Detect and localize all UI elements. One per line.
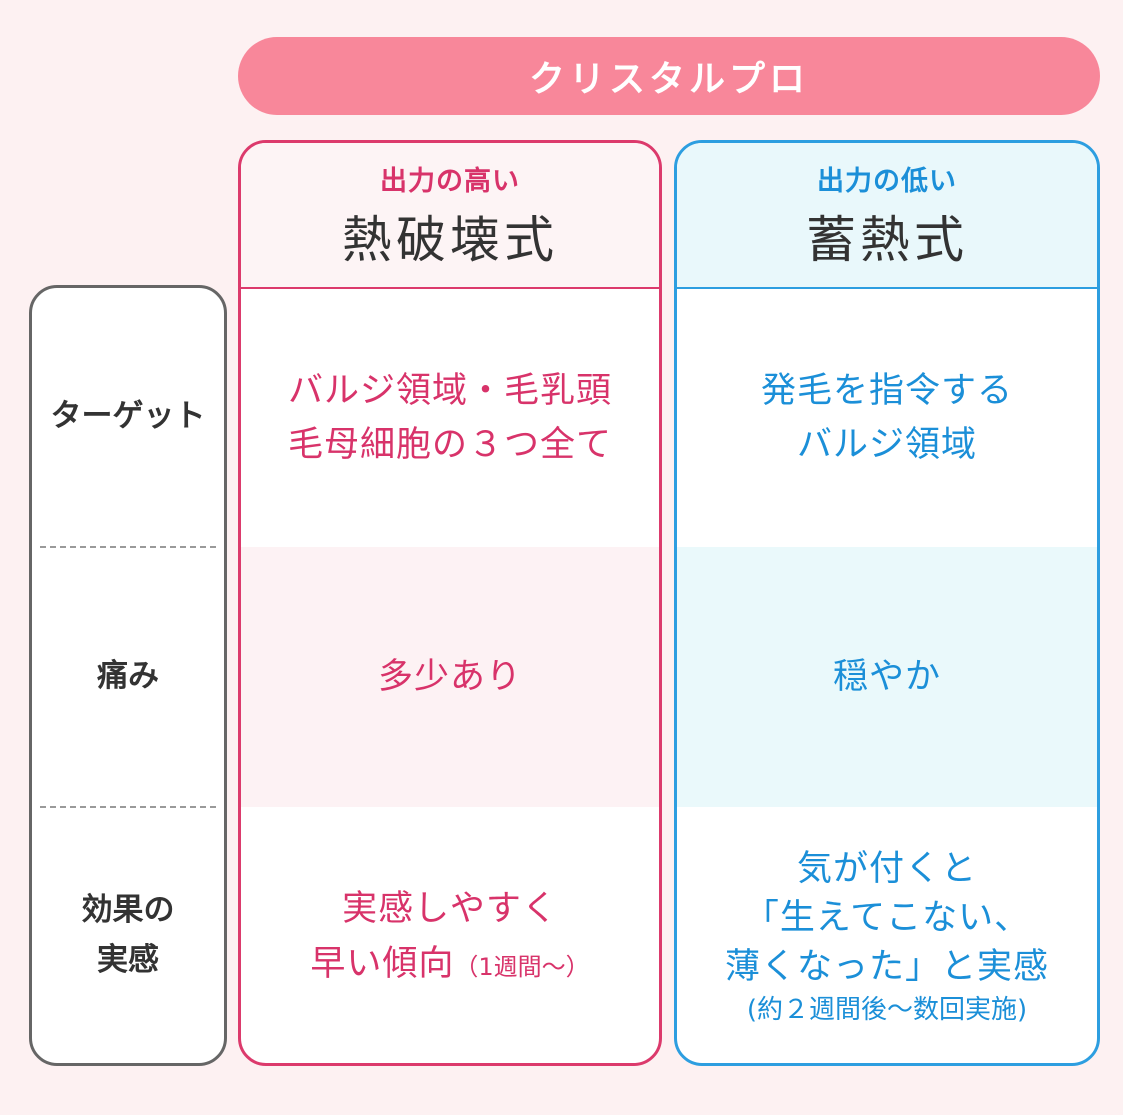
heat-storage-effect: 気が付くと 「生えてこない、 薄くなった」と実感 (約２週間後〜数回実施): [677, 807, 1097, 1063]
row-label-effect: 効果の 実感: [81, 891, 175, 978]
banner-title: クリスタルプロ: [528, 59, 809, 100]
heat-storage-pain: 穏やか: [677, 547, 1097, 807]
heat-storage-header: 出力の低い 蓄熱式: [677, 143, 1097, 289]
heat-destruction-effect: 実感しやすく 早い傾向（1週間〜）: [310, 889, 590, 984]
heat-destruction-effect-note: （1週間〜）: [454, 952, 590, 981]
heat-destruction-column: 出力の高い 熱破壊式 バルジ領域・毛乳頭 毛母細胞の３つ全て 多少あり 実感しや…: [238, 140, 662, 1066]
heat-storage-title: 蓄熱式: [806, 210, 968, 269]
heat-destruction-subtitle: 出力の高い: [380, 165, 520, 197]
heat-storage-target: 発毛を指令する バルジ領域: [760, 370, 1013, 465]
brand-banner: クリスタルプロ: [238, 37, 1100, 115]
row-label-pain: 痛み: [97, 658, 159, 695]
row-label-target: ターゲット: [50, 398, 206, 435]
heat-storage-column: 出力の低い 蓄熱式 発毛を指令する バルジ領域 穏やか 気が付くと 「生えてこな…: [674, 140, 1100, 1066]
row-divider: [40, 546, 216, 548]
row-divider: [40, 806, 216, 808]
heat-destruction-pain: 多少あり: [241, 547, 659, 807]
heat-destruction-target: バルジ領域・毛乳頭 毛母細胞の３つ全て: [287, 370, 612, 465]
heat-destruction-title: 熱破壊式: [342, 210, 558, 269]
heat-destruction-header: 出力の高い 熱破壊式: [241, 143, 659, 289]
heat-storage-subtitle: 出力の低い: [817, 165, 957, 197]
row-labels-panel: ターゲット 痛み 効果の 実感: [29, 285, 227, 1066]
heat-storage-effect-note: (約２週間後〜数回実施): [746, 994, 1028, 1025]
